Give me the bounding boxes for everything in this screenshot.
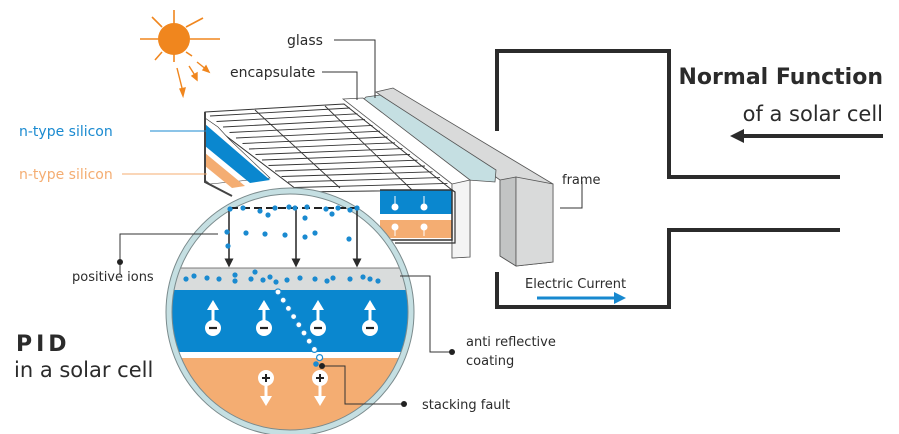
ion-dot <box>232 272 237 277</box>
ion-dot <box>267 274 272 279</box>
ion-dot <box>272 205 277 210</box>
ion-dot <box>243 230 248 235</box>
glass-label: glass <box>287 33 323 49</box>
normal-function-title: Normal Function <box>679 65 883 90</box>
ion-dot <box>297 275 302 280</box>
ion-dot <box>375 278 380 283</box>
anti-reflective-coating-layer <box>160 268 430 290</box>
current-arrow-icon <box>537 292 626 304</box>
pid-subtitle: in a solar cell <box>14 358 153 382</box>
ion-dot <box>204 275 209 280</box>
ion-dot <box>262 231 267 236</box>
ion-dot <box>224 229 229 234</box>
ion-dot <box>360 274 365 279</box>
n-type-silicon-label-top: n-type silicon <box>19 124 113 140</box>
ion-dot <box>273 279 278 284</box>
ion-dot <box>284 277 289 282</box>
frame-label: frame <box>562 173 601 188</box>
ion-dot <box>282 232 287 237</box>
ion-dot <box>191 273 196 278</box>
ion-dot <box>248 276 253 281</box>
ion-dot <box>367 276 372 281</box>
ion-dot <box>292 205 297 210</box>
ion-dot <box>304 204 309 209</box>
ion-dot <box>302 234 307 239</box>
ion-dot <box>312 276 317 281</box>
sun-icon <box>140 10 220 96</box>
electric-current-label: Electric Current <box>525 277 626 292</box>
encapsulate-label: encapsulate <box>230 65 315 81</box>
ion-dot <box>312 230 317 235</box>
ion-dot <box>330 275 335 280</box>
ion-dot <box>323 206 328 211</box>
ion-dot <box>346 236 351 241</box>
normal-function-subtitle: of a solar cell <box>743 102 883 126</box>
ion-dot <box>240 205 245 210</box>
ion-dot <box>252 269 257 274</box>
ion-dot <box>257 208 262 213</box>
ion-dot <box>329 211 334 216</box>
ion-dot <box>302 215 307 220</box>
stacking-fault-label: stacking fault <box>422 398 510 413</box>
ion-dot <box>335 205 340 210</box>
ion-dot <box>260 277 265 282</box>
ion-dot <box>347 276 352 281</box>
ion-dot <box>354 205 359 210</box>
ion-dot <box>265 212 270 217</box>
ion-dot <box>286 204 291 209</box>
ion-dot <box>324 278 329 283</box>
n-type-silicon-label-bottom: n-type silicon <box>19 167 113 183</box>
ion-dot <box>183 276 188 281</box>
n-type-layer <box>160 290 430 352</box>
ion-dot <box>227 206 232 211</box>
ion-dot <box>232 278 237 283</box>
pid-title: PID <box>16 332 71 357</box>
left-arrow-icon <box>730 129 883 143</box>
anti-reflective-label-line2: coating <box>466 354 514 369</box>
ion-dot <box>347 207 352 212</box>
ion-dot <box>225 243 230 248</box>
ion-dot <box>216 276 221 281</box>
anti-reflective-label-line1: anti reflective <box>466 335 556 350</box>
positive-ions-label: positive ions <box>72 270 154 285</box>
